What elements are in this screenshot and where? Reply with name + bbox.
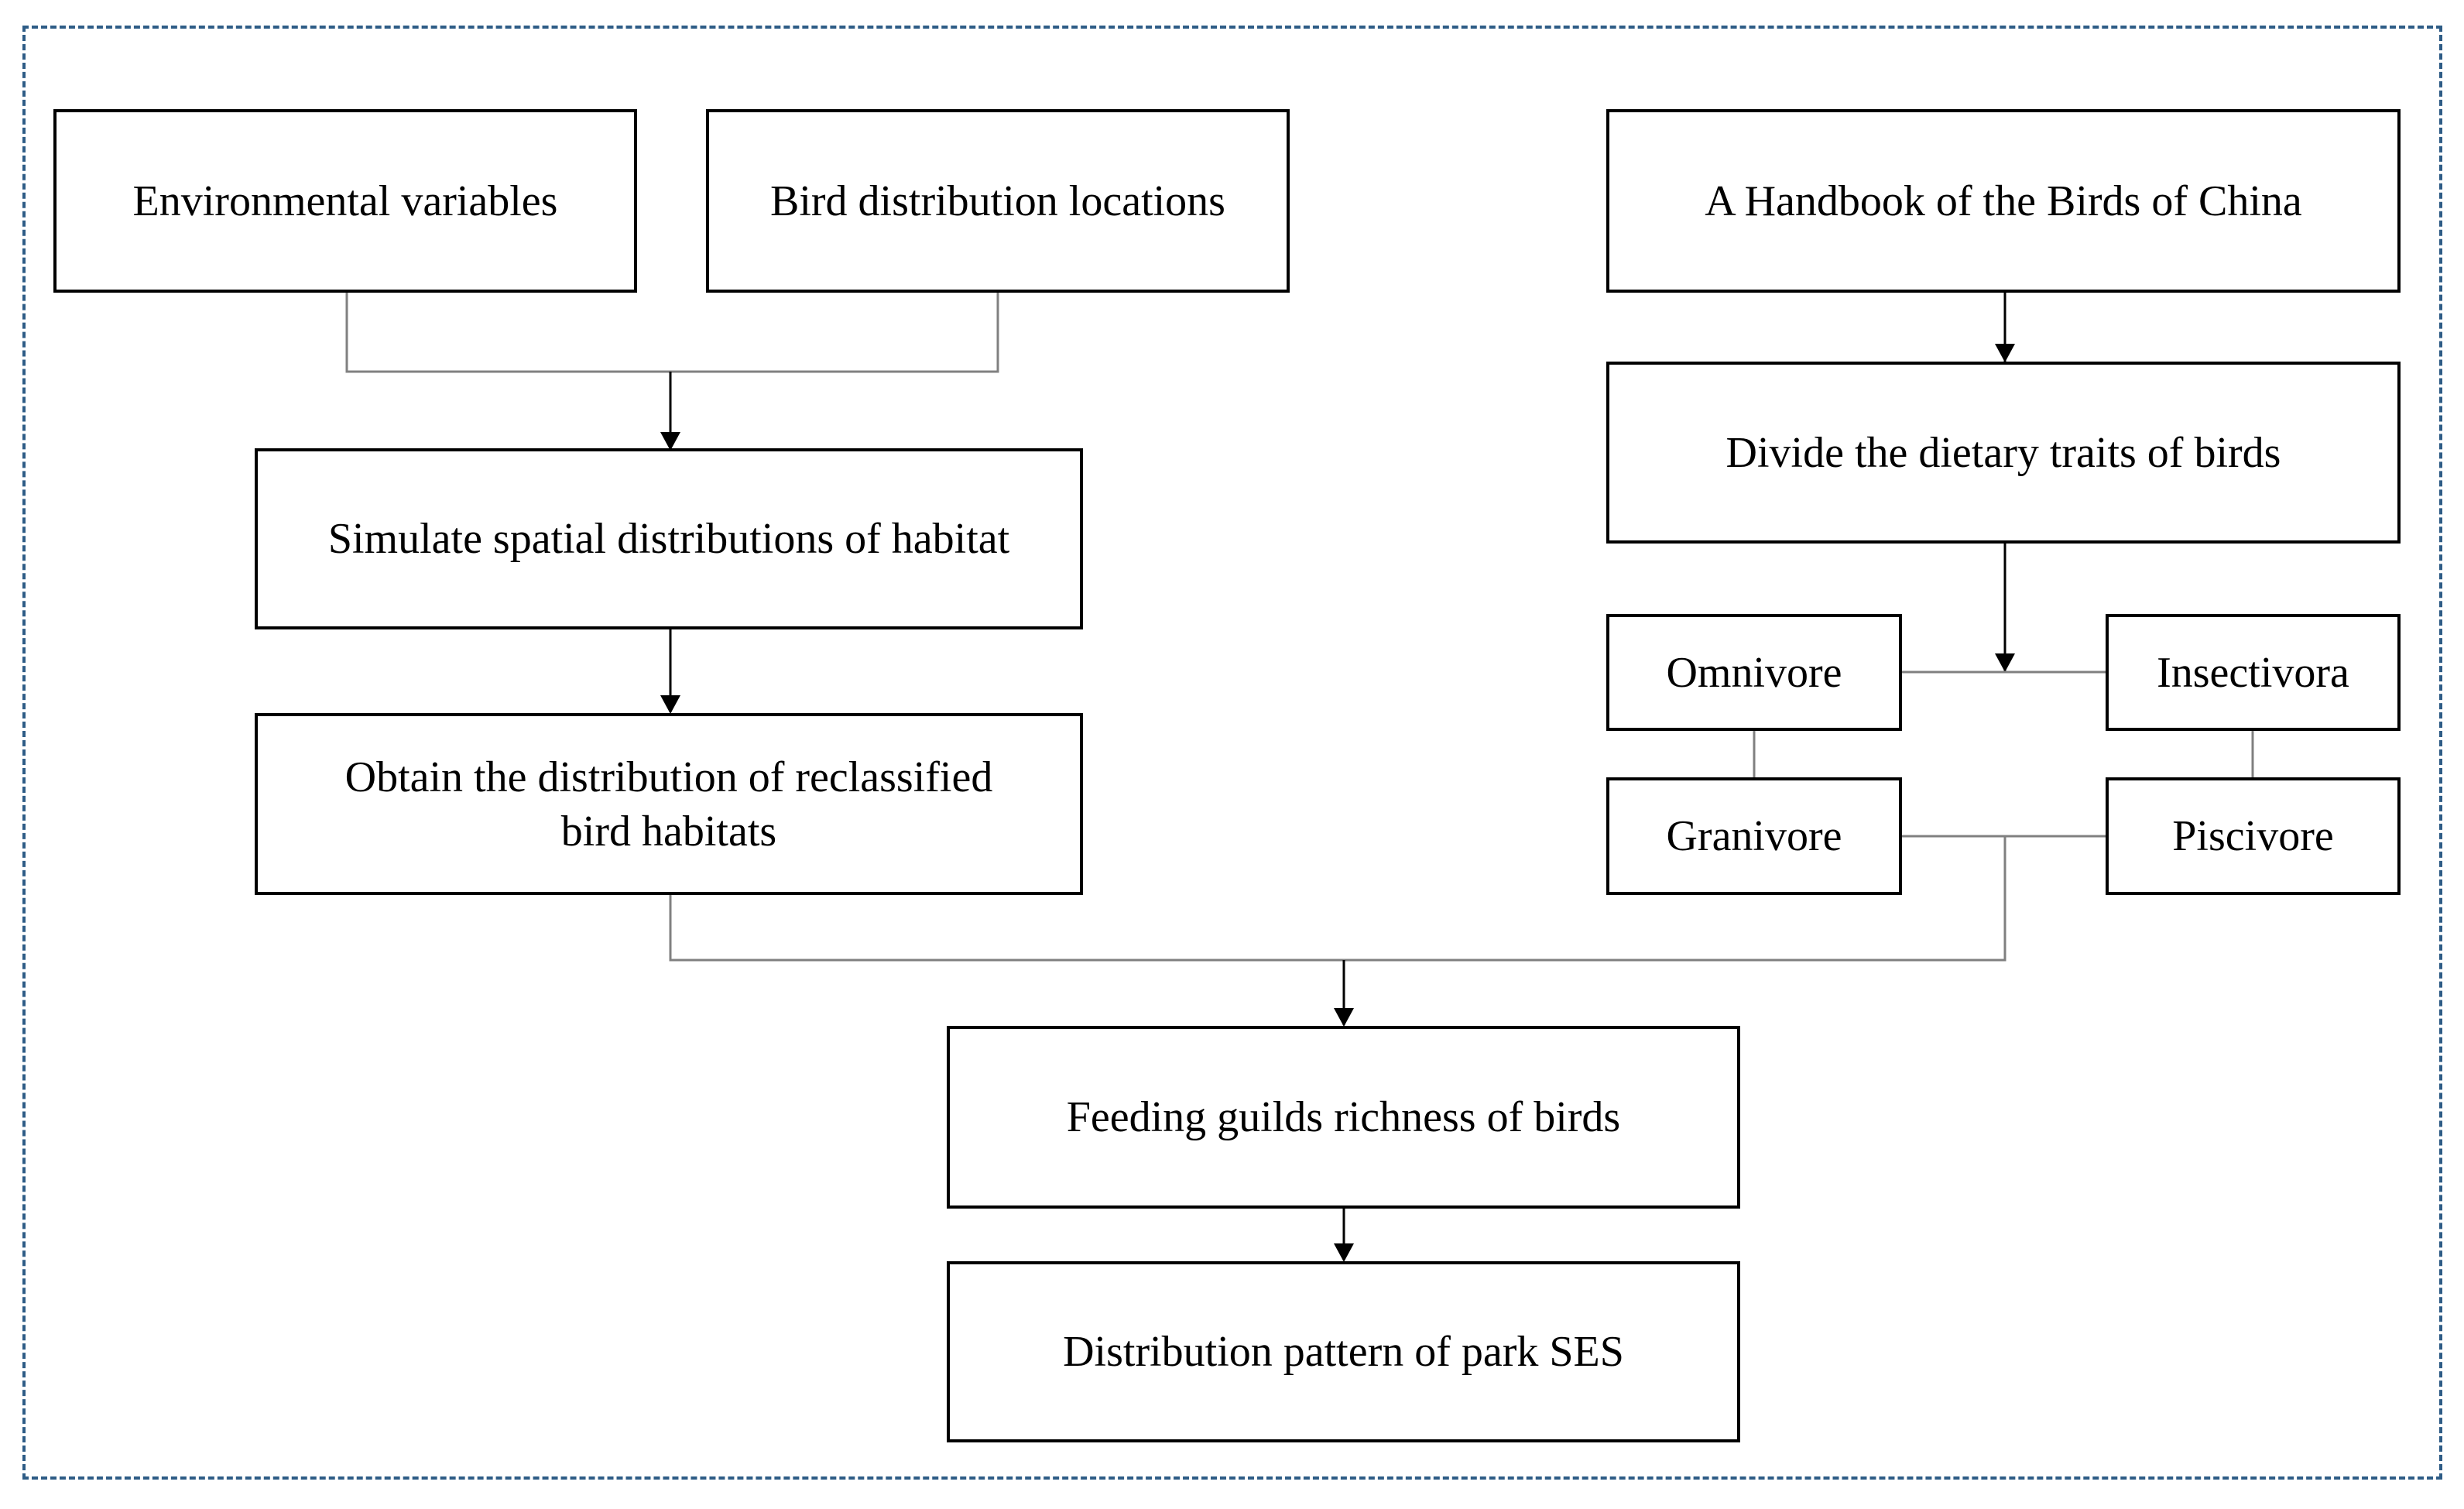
arrowhead-pattern — [1334, 1243, 1354, 1262]
dashed-frame — [22, 26, 2442, 1480]
bird-distribution-locations-box: Bird distribution locations — [706, 109, 1290, 293]
divide-dietary-label: Divide the dietary traits of birds — [1725, 428, 2281, 477]
obtain-distribution-label-line1: Obtain the distribution of reclassified — [344, 753, 993, 801]
feeding-guilds-label: Feeding guilds richness of birds — [1066, 1093, 1621, 1141]
arrowhead-obtain — [660, 695, 680, 714]
arrowhead-feeding — [1334, 1008, 1354, 1027]
distribution-pattern-label: Distribution pattern of park SES — [1063, 1328, 1624, 1376]
arrowhead-simulate — [660, 432, 680, 451]
distribution-pattern-box: Distribution pattern of park SES — [947, 1261, 1740, 1442]
granivore-label: Granivore — [1666, 812, 1842, 860]
bird-distribution-locations-label: Bird distribution locations — [770, 177, 1225, 225]
obtain-distribution-label-line2: bird habitats — [560, 807, 777, 856]
environmental-variables-label: Environmental variables — [132, 177, 558, 225]
obtain-distribution-box: Obtain the distribution of reclassified … — [255, 713, 1083, 895]
environmental-variables-box: Environmental variables — [53, 109, 637, 293]
handbook-box: A Handbook of the Birds of China — [1606, 109, 2401, 293]
connector-env-to-merge — [345, 293, 999, 373]
handbook-label: A Handbook of the Birds of China — [1705, 177, 2302, 225]
connector-obtain-to-feeding-merge — [669, 836, 2006, 962]
divide-dietary-box: Divide the dietary traits of birds — [1606, 362, 2401, 544]
simulate-spatial-box: Simulate spatial distributions of habita… — [255, 448, 1083, 629]
omnivore-box: Omnivore — [1606, 614, 1902, 731]
piscivore-box: Piscivore — [2106, 777, 2401, 895]
piscivore-label: Piscivore — [2172, 812, 2334, 860]
simulate-spatial-label: Simulate spatial distributions of habita… — [327, 515, 1010, 563]
granivore-box: Granivore — [1606, 777, 1902, 895]
insectivora-box: Insectivora — [2106, 614, 2401, 731]
feeding-guilds-box: Feeding guilds richness of birds — [947, 1026, 1740, 1209]
arrowhead-divide — [1995, 344, 2015, 362]
insectivora-label: Insectivora — [2157, 648, 2349, 697]
omnivore-label: Omnivore — [1666, 648, 1842, 697]
arrowhead-diet-junction — [1995, 653, 2015, 672]
